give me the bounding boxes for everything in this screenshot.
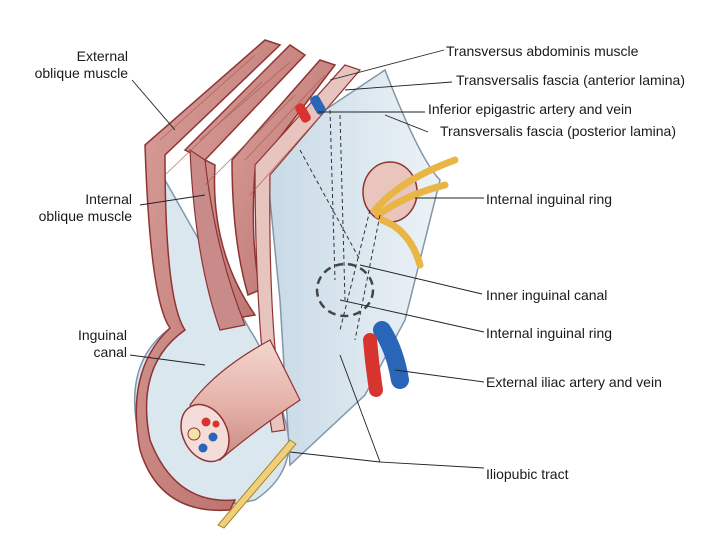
label-internal-ring-lower: Internal inguinal ring [486,325,613,341]
spermatic-cord-cross-section [180,403,230,463]
cord-artery-dot-2 [212,420,220,428]
label-external-oblique: External oblique muscle [20,48,128,82]
cord-vein-dot-1 [208,432,218,442]
label-inguinal-canal-line2: canal [93,344,127,360]
label-inferior-epigastric: Inferior epigastric artery and vein [428,101,632,117]
posterior-dashed-lines [299,109,381,341]
label-inner-canal: Inner inguinal canal [486,287,608,303]
inner-canal-dashed-ring [315,262,375,318]
label-internal-oblique-line2: oblique muscle [38,208,132,224]
epigastric-artery [295,103,311,123]
label-transversalis-anterior: Transversalis fascia (anterior lamina) [456,72,685,88]
label-external-iliac: External iliac artery and vein [486,374,662,390]
nerve-middle [374,181,449,219]
label-transversus-abdominis: Transversus abdominis muscle [446,43,639,59]
nerve-lower [378,216,424,269]
external-oblique-layer [135,39,282,512]
iliopubic-tract-band [217,439,297,529]
leader-lines [129,49,485,469]
label-external-oblique-line1: External [76,48,128,64]
nerve-upper [371,156,459,214]
cord-vein-dot-2 [198,443,208,453]
label-internal-oblique-line1: Internal [85,191,132,207]
external-iliac-vein [373,321,409,389]
transversalis-fascia-anterior-layer [254,64,362,433]
label-iliopubic-tract: Iliopubic tract [486,466,569,482]
label-internal-ring-upper: Internal inguinal ring [486,191,613,207]
label-external-oblique-line2: oblique muscle [34,65,128,81]
label-inguinal-canal: Inguinal canal [20,327,127,361]
epigastric-vein [310,95,326,115]
cord-artery-dot [201,417,211,427]
label-transversalis-posterior: Transversalis fascia (posterior lamina) [440,123,676,139]
label-inguinal-canal-line1: Inguinal [77,327,127,343]
muscle-striations [159,54,331,196]
external-iliac-artery [363,333,383,397]
vas-deferens-dot [187,427,201,441]
label-internal-oblique: Internal oblique muscle [20,191,132,225]
